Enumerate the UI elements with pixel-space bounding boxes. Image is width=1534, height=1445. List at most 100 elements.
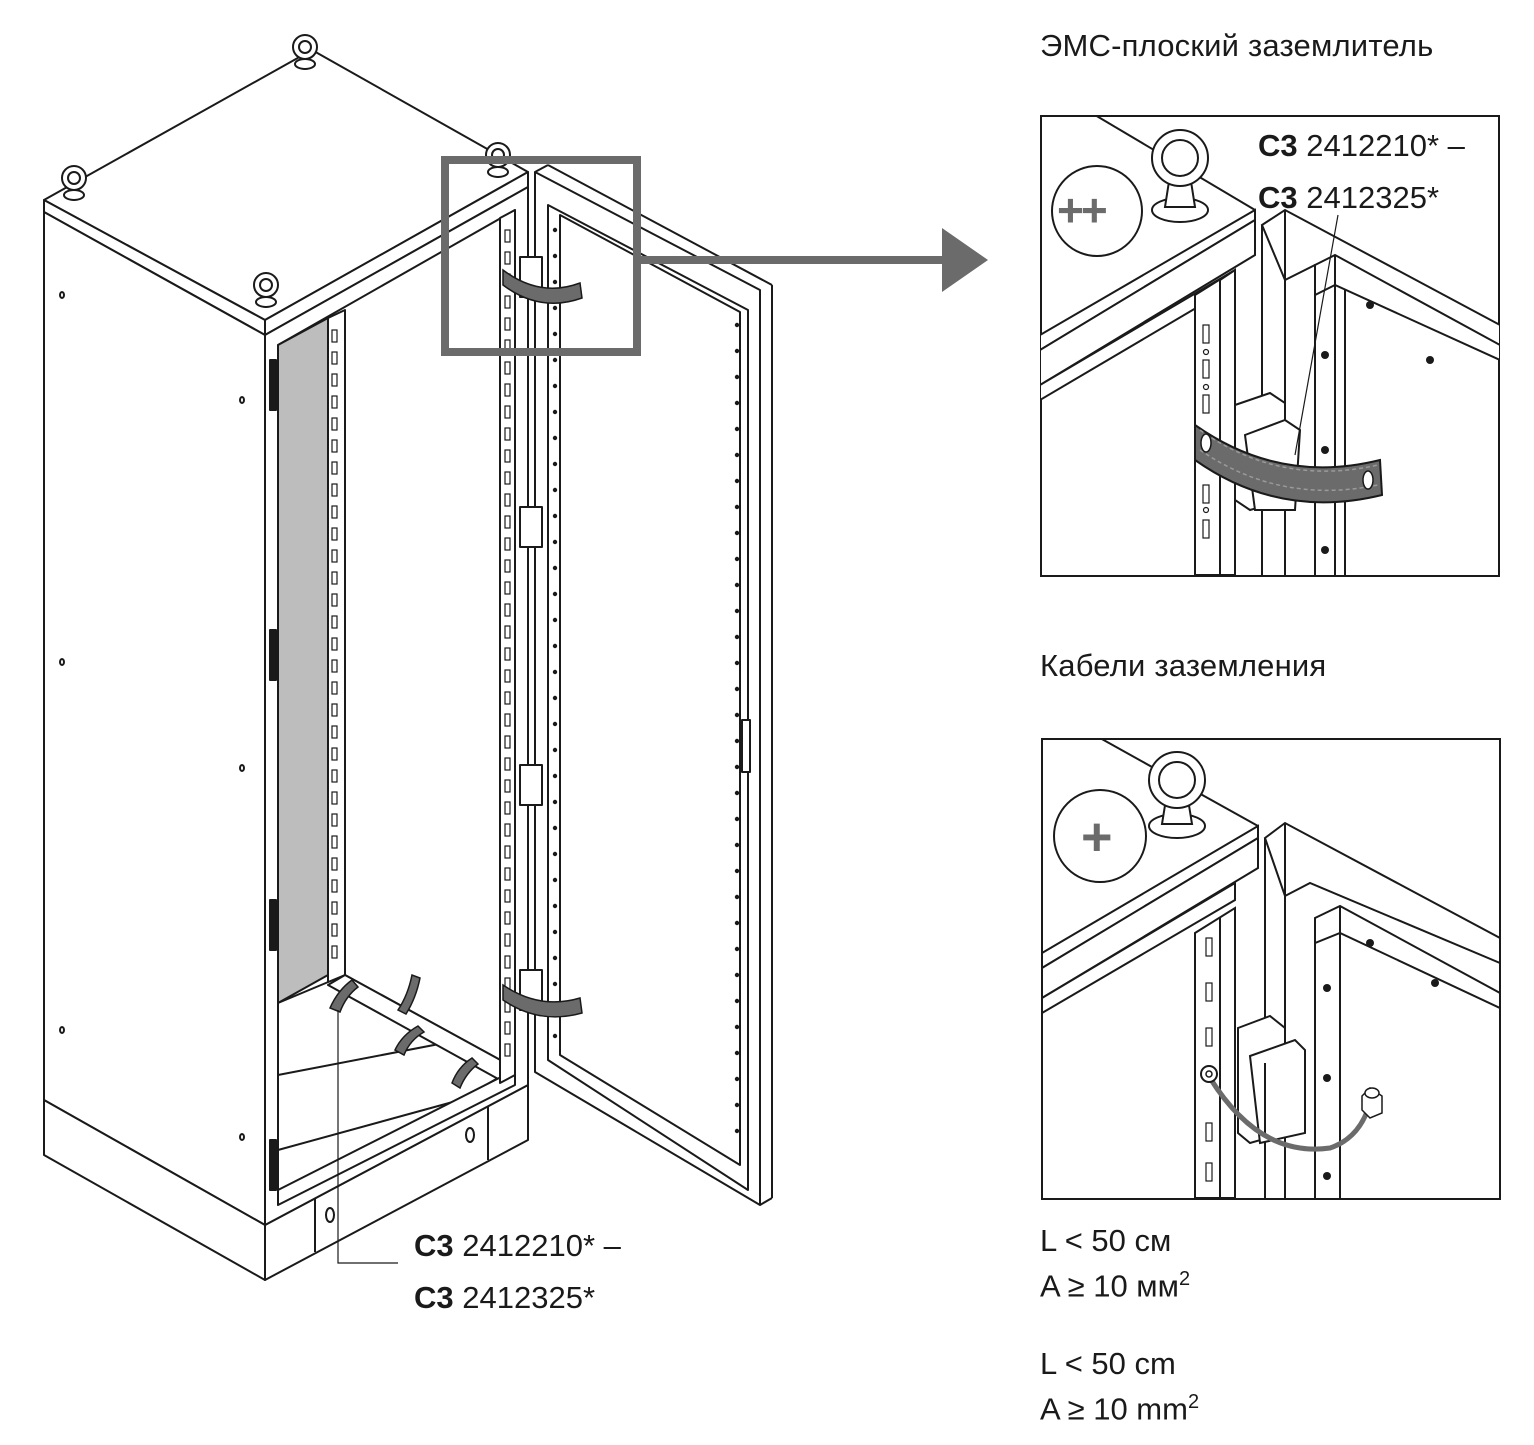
rail-slot xyxy=(504,625,511,639)
main-code-line-2: C3 2412325* xyxy=(414,1280,595,1316)
rail-slot xyxy=(331,461,338,475)
rail-slot xyxy=(504,691,511,705)
door-screw xyxy=(734,452,740,458)
rail-slot xyxy=(331,373,338,387)
door-screw xyxy=(552,669,558,675)
code-prefix: C3 xyxy=(414,1280,454,1315)
rail-slot xyxy=(504,669,511,683)
door-screw xyxy=(552,539,558,545)
rail-slot xyxy=(504,581,511,595)
door-screw xyxy=(734,660,740,666)
badge-plus-plus-icon: ++ xyxy=(1057,184,1108,236)
rail-slot xyxy=(331,945,338,959)
emc-strap-top xyxy=(502,268,583,304)
eye-bolt-top xyxy=(292,34,318,70)
emc-strap-bottom xyxy=(502,983,583,1018)
door-screw xyxy=(552,461,558,467)
door-screw xyxy=(552,331,558,337)
door-screw xyxy=(734,504,740,510)
rail-slot xyxy=(504,889,511,903)
rail-slot xyxy=(504,713,511,727)
rail-slot xyxy=(331,527,338,541)
badge-circle-cable xyxy=(1053,789,1147,883)
door-screw xyxy=(734,400,740,406)
door-screw xyxy=(552,773,558,779)
door-screw xyxy=(734,790,740,796)
rail-slot xyxy=(504,361,511,375)
door-screw xyxy=(734,920,740,926)
rail-slot xyxy=(504,779,511,793)
door-screw xyxy=(734,738,740,744)
rail-slot xyxy=(504,1021,511,1035)
floor-strap-1 xyxy=(328,978,360,1013)
spec-length-en: L < 50 cm xyxy=(1040,1346,1176,1381)
rail-slot xyxy=(504,515,511,529)
door-handle xyxy=(741,719,751,773)
door-screw xyxy=(552,981,558,987)
rail-slot xyxy=(504,1043,511,1057)
door-screw xyxy=(734,530,740,536)
rail-slot xyxy=(331,835,338,849)
rail-slot xyxy=(504,559,511,573)
spec-area-ru: A ≥ 10 мм2 xyxy=(1040,1268,1191,1304)
door-screw xyxy=(552,799,558,805)
door-screw xyxy=(552,877,558,883)
door-screw xyxy=(734,686,740,692)
rail-slot xyxy=(504,867,511,881)
door-screw xyxy=(552,279,558,285)
door-screw xyxy=(552,903,558,909)
rail-slot xyxy=(504,845,511,859)
code-prefix: C3 xyxy=(1258,180,1298,215)
door-screw xyxy=(734,1076,740,1082)
door-screw xyxy=(734,946,740,952)
rail-slot xyxy=(331,439,338,453)
door-screw xyxy=(552,383,558,389)
badge-circle-emc xyxy=(1051,165,1143,257)
rail-slot xyxy=(331,813,338,827)
code-number: 2412210* – xyxy=(1306,128,1465,163)
rail-slot xyxy=(504,647,511,661)
detail-panel-cable xyxy=(1041,738,1501,1200)
emc-code-line-2: C3 2412325* xyxy=(1258,180,1439,216)
rail-slot xyxy=(504,603,511,617)
door-screw xyxy=(552,617,558,623)
rail-slot xyxy=(331,857,338,871)
rail-slot xyxy=(504,933,511,947)
floor-strap-3 xyxy=(394,1025,426,1057)
door-screw xyxy=(734,1128,740,1134)
rail-slot xyxy=(331,483,338,497)
door-screw xyxy=(552,851,558,857)
rail-slot xyxy=(504,823,511,837)
rail-slot xyxy=(331,505,338,519)
door-screw xyxy=(734,582,740,588)
code-prefix: C3 xyxy=(1258,128,1298,163)
rail-slot xyxy=(504,449,511,463)
door-screw xyxy=(734,894,740,900)
door-screw xyxy=(552,409,558,415)
door-screw xyxy=(734,634,740,640)
rail-slot xyxy=(331,417,338,431)
door-screw xyxy=(552,695,558,701)
door-screw xyxy=(734,1102,740,1108)
door-screw xyxy=(552,1033,558,1039)
door-screw xyxy=(734,556,740,562)
door-screw xyxy=(734,1024,740,1030)
rail-slot xyxy=(331,593,338,607)
emc-flat-strap xyxy=(1194,423,1384,504)
door-screw xyxy=(552,513,558,519)
mounting-plate xyxy=(277,317,329,1004)
door-screw xyxy=(734,426,740,432)
rail-slot xyxy=(331,329,338,343)
door-screw xyxy=(734,868,740,874)
callout-leader xyxy=(337,1010,398,1264)
spec-length-ru: L < 50 см xyxy=(1040,1223,1172,1258)
code-number: 2412325* xyxy=(462,1280,596,1315)
floor-strap-4 xyxy=(451,1057,480,1090)
door-screw xyxy=(552,747,558,753)
rail-slot xyxy=(504,757,511,771)
door-screw xyxy=(734,1050,740,1056)
rail-slot xyxy=(331,703,338,717)
code-number: 2412325* xyxy=(1306,180,1440,215)
rail-slot xyxy=(504,251,511,265)
